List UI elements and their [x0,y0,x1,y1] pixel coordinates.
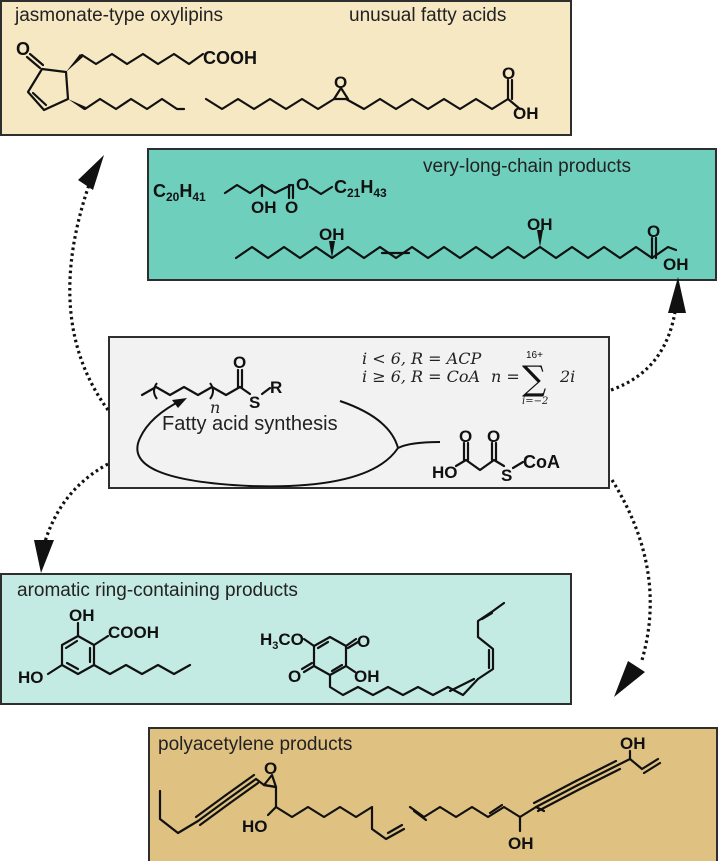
acid-oh: OH [513,104,539,123]
h43-label: H [360,177,373,197]
cooh-label: COOH [203,48,257,68]
polyacetylene-products-box: polyacetylene products O HO OH OH [148,727,718,861]
c20-label: C [153,181,166,201]
acid-o: O [502,64,515,83]
ester-o: O [296,175,309,194]
c21-label: C [334,177,347,197]
h41-sub: 41 [192,190,206,204]
arrow-to-jasmonate [68,181,110,411]
thioester-r: R [270,378,282,397]
h3co-sub: 3 [272,640,278,652]
epoxy-polyacetylene-structure: O HO [158,759,406,841]
malonyl-o1: O [459,427,472,446]
c20-sub: 20 [166,190,180,204]
falcarindiol-structure: OH OH [408,734,662,853]
thioester-s: S [249,393,260,412]
h3co-tail: CO [278,630,304,649]
oh-label-3: OH [527,215,553,234]
formula-term: 2i [559,367,575,386]
arrowhead-jasmonate-icon [78,155,104,190]
condition-acp: i < 6, R = ACP [362,349,481,368]
very-long-chain-products-box: very-long-chain products C20H41 OH O O C… [147,148,717,281]
h43-sub: 43 [373,186,387,200]
wax-ester-structure: C20H41 OH O O C21H43 [153,175,387,217]
poly-epoxide-o: O [264,759,277,778]
cycle-arrowhead [172,398,187,408]
fatty-acid-synthesis-title: Fatty acid synthesis [162,413,338,435]
oh-label-1: OH [251,198,277,217]
aromatic-ho: HO [18,668,44,687]
vlc-acid-o: O [647,222,660,241]
quinone-o1: O [357,632,370,651]
arrow-to-very-long-chain [610,304,678,392]
arrowhead-polyacetylene-icon [614,661,645,697]
svg-text:H3CO: H3CO [260,630,304,652]
repeat-n: n [210,398,220,417]
jasmonate-unusual-fatty-acids-box: jasmonate-type oxylipins unusual fatty a… [0,0,572,136]
fatty-acid-synthesis-diagram: n O S R Fatty acid synthesis i < 6, R = … [136,349,575,488]
ketone-o: O [16,39,30,59]
quinone-o2: O [288,667,301,686]
aromatic-title: aromatic ring-containing products [17,580,298,601]
olivetolic-acid-structure: OH COOH HO [18,606,192,687]
condition-coa: i ≥ 6, R = CoA [362,367,480,386]
epoxy-fatty-acid-structure: O O OH [204,64,539,123]
aromatic-cooh: COOH [108,623,159,642]
carbonyl-o: O [285,198,298,217]
svg-text:C20H41: C20H41 [153,181,206,204]
h3co-h: H [260,630,272,649]
dihydroxy-fatty-acid-structure: OH OH O OH [234,215,689,274]
poly-ho: HO [242,817,268,836]
malonyl-ho: HO [432,463,458,482]
malonyl-s: S [501,466,512,485]
malonyl-o2: O [487,427,500,446]
h41-label: H [179,181,192,201]
oh-label-2: OH [319,225,345,244]
jasmonate-structure: O COOH [16,39,257,112]
formula-sigma: ∑ [522,359,546,399]
fatty-acid-synthesis-box: n O S R Fatty acid synthesis i < 6, R = … [108,336,610,489]
aromatic-oh-top: OH [69,606,95,625]
arrowhead-aromatic-icon [34,540,54,573]
poly-oh-top: OH [620,734,646,753]
very-long-chain-title: very-long-chain products [423,156,632,177]
polyacetylene-title: polyacetylene products [158,734,353,755]
formula-lower: i=−2 [522,396,548,407]
formula-lhs: n = [491,367,520,386]
svg-text:C21H43: C21H43 [334,177,387,200]
quinone-oh: OH [354,667,380,686]
jasmonate-title: jasmonate-type oxylipins [15,5,224,26]
unusual-fatty-acids-title: unusual fatty acids [349,5,507,26]
vlc-acid-oh: OH [663,255,689,274]
poly-oh-bottom: OH [508,834,534,853]
malonyl-coa: CoA [523,452,560,472]
thioester-o: O [233,353,246,372]
synthesis-cycle-loop [136,399,441,488]
arrow-to-aromatic [42,462,109,546]
arrow-to-polyacetylene [610,479,652,661]
formula-upper: 16+ [526,350,543,361]
c21-sub: 21 [347,186,361,200]
epoxide-o: O [334,73,347,92]
quinone-structure: H3CO O O OH [260,601,506,697]
aromatic-ring-products-box: aromatic ring-containing products OH COO… [0,573,572,705]
